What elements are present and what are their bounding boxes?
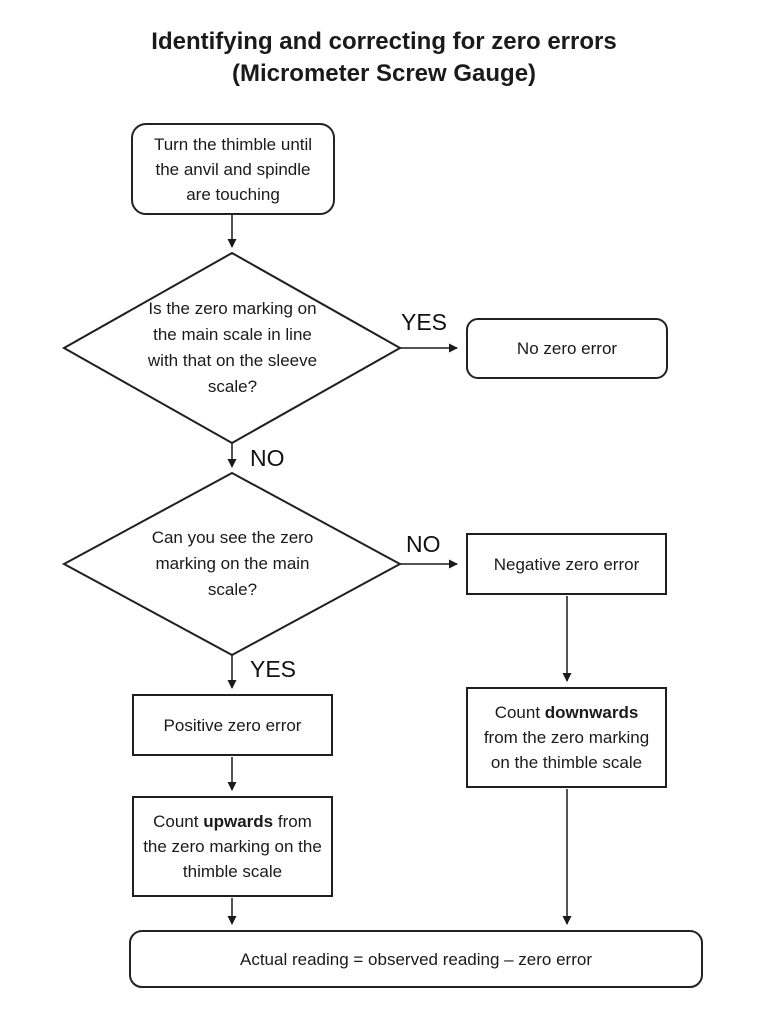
no-zero-error-label: No zero error	[516, 339, 618, 358]
no-zero-error-node: No zero error	[466, 318, 668, 379]
branch-label-no-first: NO	[250, 445, 285, 471]
negative-zero-error-node: Negative zero error	[466, 533, 667, 595]
decision-sleeve-text: Is the zero marking on the main scale in…	[147, 299, 318, 396]
negative-zero-error-label: Negative zero error	[493, 554, 640, 574]
positive-zero-error-node: Positive zero error	[132, 694, 333, 756]
count-downwards-label: Count downwards from the zero marking on…	[483, 703, 650, 772]
page-title: Identifying and correcting for zero erro…	[0, 26, 768, 90]
branch-label-yes-first: YES	[401, 309, 448, 335]
count-upwards-node: Count upwards from the zero marking on t…	[132, 796, 333, 897]
count-downwards-node: Count downwards from the zero marking on…	[466, 687, 667, 788]
final-node-label: Actual reading = observed reading – zero…	[239, 949, 592, 969]
final-node: Actual reading = observed reading – zero…	[129, 930, 703, 988]
start-node-label: Turn the thimble until the anvil and spi…	[153, 134, 313, 204]
page-title-line2: (Micrometer Screw Gauge)	[231, 60, 537, 87]
positive-zero-error-label: Positive zero error	[163, 715, 302, 735]
decision-main-text: Can you see the zero marking on the main…	[151, 528, 314, 599]
branch-label-no-second: NO	[406, 531, 441, 557]
branch-label-yes-second: YES	[250, 656, 297, 682]
count-upwards-label: Count upwards from the zero marking on t…	[143, 812, 322, 881]
start-node: Turn the thimble until the anvil and spi…	[131, 123, 335, 215]
page-title-line1: Identifying and correcting for zero erro…	[151, 28, 617, 55]
